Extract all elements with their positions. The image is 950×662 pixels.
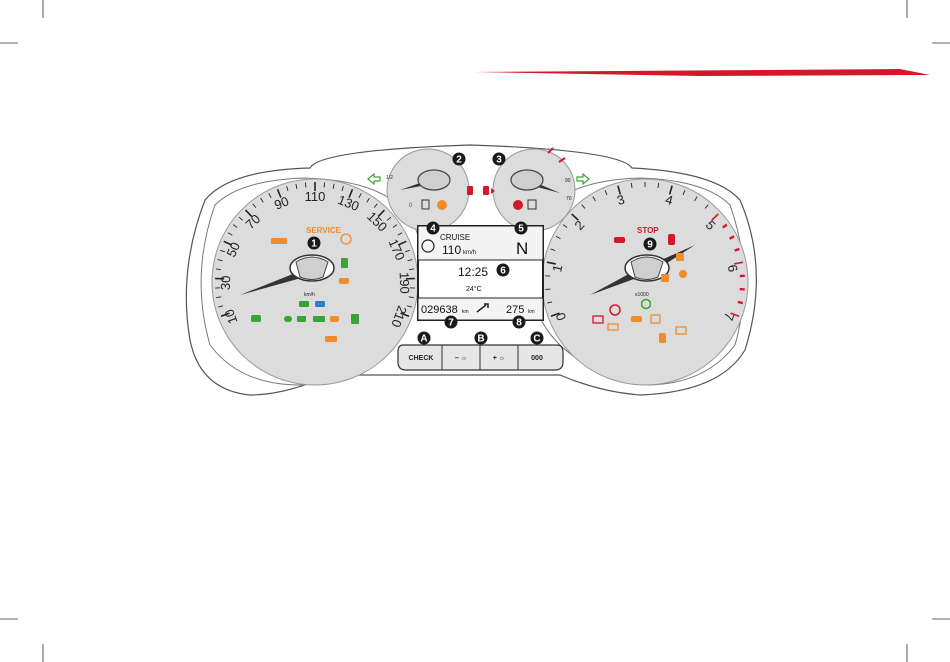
callout-C: C bbox=[531, 332, 544, 345]
fuel-gauge: 1/2 0 2 bbox=[386, 149, 469, 231]
callout-1: 1 bbox=[308, 237, 321, 250]
callout-6: 6 bbox=[497, 264, 510, 277]
callout-5: 5 bbox=[515, 222, 528, 235]
callout-7: 7 bbox=[445, 316, 458, 329]
adblue-warning-icon bbox=[271, 238, 287, 244]
brightness-down-button[interactable]: – ☼ bbox=[442, 346, 480, 369]
sidelights-icon bbox=[284, 316, 292, 322]
svg-text:7: 7 bbox=[448, 318, 454, 329]
cruise-speed-value: 110 bbox=[442, 243, 461, 257]
speedometer-service-label: SERVICE bbox=[306, 226, 342, 235]
rear-fog-orange-icon bbox=[330, 316, 339, 322]
temp-tick-90: 90 bbox=[565, 178, 571, 184]
svg-text:+ ☼: + ☼ bbox=[493, 355, 505, 362]
svg-text:8: 8 bbox=[516, 318, 522, 329]
seatbelt-right-icon bbox=[483, 186, 489, 195]
dipped-beam-icon bbox=[297, 316, 306, 322]
seatbelt-left-icon bbox=[467, 186, 473, 195]
abs-warning-icon bbox=[631, 316, 642, 322]
tachometer-tick bbox=[738, 302, 743, 303]
svg-text:CHECK: CHECK bbox=[409, 355, 434, 362]
svg-text:4: 4 bbox=[430, 224, 436, 235]
cruise-label: CRUISE bbox=[440, 233, 470, 242]
svg-text:6: 6 bbox=[500, 266, 506, 277]
callout-8: 8 bbox=[513, 316, 526, 329]
rear-fog-icon bbox=[313, 316, 325, 322]
trip-reset-button[interactable]: 000 bbox=[518, 346, 562, 369]
gear-indicator: N bbox=[516, 239, 528, 258]
svg-text:1: 1 bbox=[311, 239, 317, 250]
speedometer-number: 190 bbox=[397, 272, 413, 294]
brightness-up-button[interactable]: + ☼ bbox=[480, 346, 518, 369]
door-open-icon bbox=[676, 253, 684, 261]
range-unit: km bbox=[528, 309, 535, 315]
main-beam-icon bbox=[299, 301, 309, 307]
clock-time: 12:25 bbox=[458, 265, 488, 279]
callout-2: 2 bbox=[453, 153, 466, 166]
coolant-level-icon bbox=[659, 333, 666, 343]
speed-limiter-icon bbox=[251, 315, 261, 322]
svg-text:3: 3 bbox=[496, 155, 502, 166]
odometer-unit: km bbox=[462, 309, 469, 315]
airbag-warning-icon bbox=[668, 234, 675, 245]
tachometer-unit: x1000 bbox=[635, 292, 649, 298]
odometer-value: 029638 bbox=[421, 304, 458, 316]
callout-9: 9 bbox=[644, 238, 657, 251]
speedometer-number: 110 bbox=[305, 189, 326, 204]
coolant-temperature-gauge: 90 70 3 bbox=[493, 148, 576, 231]
header-swoosh bbox=[475, 69, 930, 76]
callout-3: 3 bbox=[493, 153, 506, 166]
fog-lamp-icon bbox=[339, 278, 349, 284]
svg-text:5: 5 bbox=[518, 224, 524, 235]
svg-text:2: 2 bbox=[456, 155, 462, 166]
callout-A: A bbox=[418, 332, 431, 345]
coolant-warning-light bbox=[513, 200, 523, 210]
callout-B: B bbox=[475, 332, 488, 345]
callout-4: 4 bbox=[427, 222, 440, 235]
svg-text:000: 000 bbox=[531, 355, 543, 362]
tachometer-tick bbox=[735, 249, 740, 251]
suspension-warning-icon bbox=[351, 314, 359, 324]
temp-tick-70: 70 bbox=[566, 196, 572, 202]
svg-text:B: B bbox=[477, 334, 484, 345]
oil-pressure-warning-icon bbox=[614, 237, 625, 243]
headlamp-blue-icon bbox=[315, 301, 325, 307]
svg-text:9: 9 bbox=[647, 240, 653, 251]
svg-text:C: C bbox=[533, 334, 540, 345]
check-button[interactable]: CHECK bbox=[400, 346, 442, 369]
speedometer-number: 30 bbox=[218, 275, 233, 290]
esp-warning-icon bbox=[661, 274, 669, 282]
speedometer-unit: km/h bbox=[304, 292, 315, 298]
adblue-level-icon bbox=[325, 336, 337, 342]
seatbelt-warning-icon bbox=[341, 258, 348, 268]
svg-text:A: A bbox=[420, 334, 427, 345]
tachometer-stop-label: STOP bbox=[637, 226, 659, 235]
fuel-low-light bbox=[437, 200, 447, 210]
svg-text:– ☼: – ☼ bbox=[455, 355, 467, 362]
cruise-speed-unit: km/h bbox=[463, 250, 476, 256]
range-value: 275 bbox=[506, 304, 524, 316]
passenger-airbag-icon bbox=[679, 270, 687, 278]
outside-temperature: 24°C bbox=[466, 285, 482, 293]
center-display: CRUISE 110 km/h N 12:25 24°C 029638 km 2… bbox=[418, 222, 543, 329]
fuel-tick-half: 1/2 bbox=[386, 175, 393, 181]
control-button-bar: CHECK – ☼ + ☼ 000 A B C bbox=[398, 332, 563, 371]
